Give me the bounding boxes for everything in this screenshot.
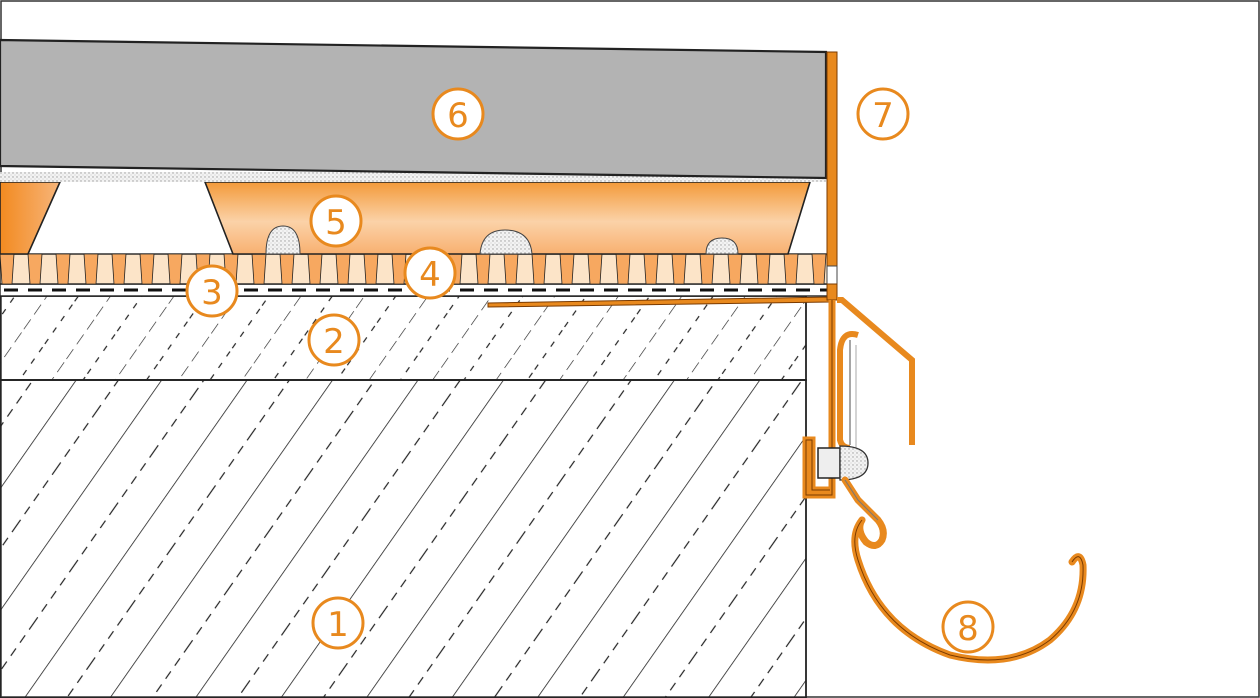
gutter (841, 476, 1087, 664)
callout-8: 8 (941, 600, 995, 654)
mat-stud (587, 253, 603, 285)
mat-stud (615, 253, 631, 285)
callout-5: 5 (309, 194, 363, 248)
mat-stud (307, 253, 323, 285)
callout-1: 1 (311, 596, 365, 650)
mat-stud (559, 253, 575, 285)
callout-4-label: 4 (419, 255, 441, 295)
callout-4: 4 (403, 246, 457, 300)
mat-stud (671, 253, 687, 285)
mortar-bed (0, 181, 812, 255)
mat-stud (251, 253, 267, 285)
mat-stud (727, 253, 743, 285)
mat-stud (755, 253, 771, 285)
base-slab (0, 379, 807, 698)
callout-2: 2 (307, 313, 361, 367)
mat-stud (27, 253, 43, 285)
mat-stud (279, 253, 295, 285)
callout-6-label: 6 (447, 96, 469, 136)
callout-2-label: 2 (323, 322, 345, 362)
mat-stud (335, 253, 351, 285)
tile-slab (0, 38, 828, 180)
screed-layer (0, 295, 807, 381)
callout-1-label: 1 (327, 605, 349, 645)
mat-stud (783, 253, 799, 285)
mat-stud (503, 253, 519, 285)
adhesive-strip (0, 172, 826, 182)
mat-stud (811, 253, 827, 285)
mat-stud (167, 253, 183, 285)
mat-stud (699, 253, 715, 285)
callout-3: 3 (185, 264, 239, 318)
mat-stud (643, 253, 659, 285)
mat-stud (83, 253, 99, 285)
mat-stud (363, 253, 379, 285)
callout-8-label: 8 (957, 609, 979, 649)
mat-stud (55, 253, 71, 285)
callout-3-label: 3 (201, 273, 223, 313)
callout-7: 7 (856, 87, 910, 141)
callout-7-label: 7 (872, 96, 894, 136)
callout-6: 6 (431, 87, 485, 141)
edge-profile (802, 51, 915, 499)
mat-stud (139, 253, 155, 285)
mat-stud (111, 253, 127, 285)
mat-stud (475, 253, 491, 285)
callout-5-label: 5 (325, 203, 347, 243)
mat-stud (531, 253, 547, 285)
mat-stud (0, 253, 15, 285)
